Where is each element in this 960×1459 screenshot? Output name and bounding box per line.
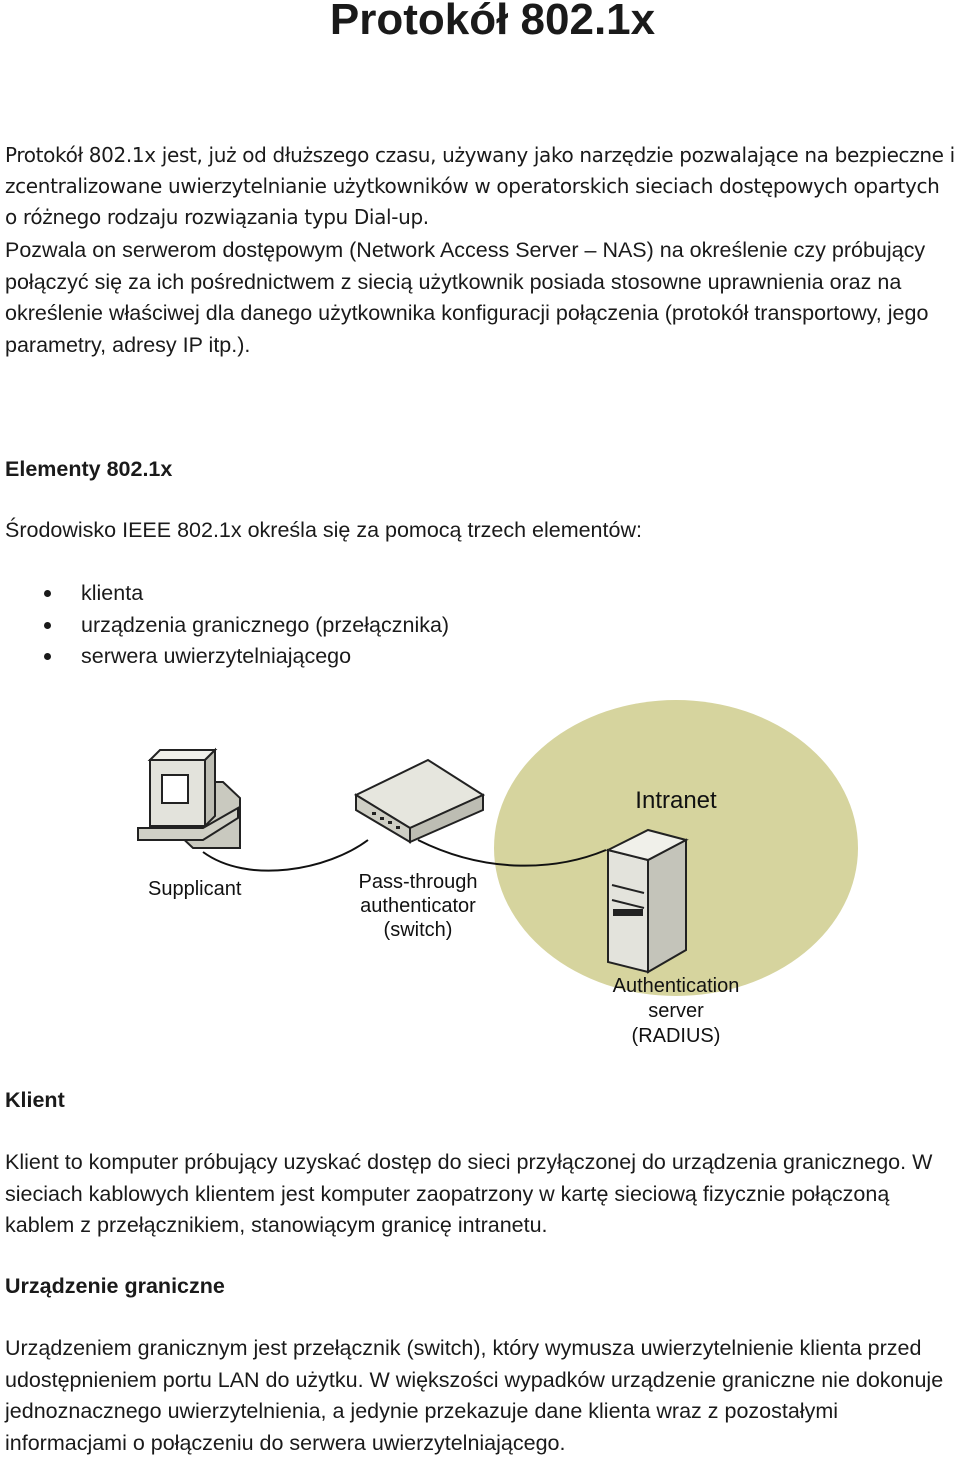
- server-label-line3: (RADIUS): [632, 1025, 721, 1047]
- elements-heading: Elementy 802.1x: [5, 457, 173, 481]
- supplicant-label: Supplicant: [148, 878, 242, 900]
- list-item-label: klienta: [81, 581, 144, 605]
- intro-paragraph: Protokół 802.1x jest, już od dłuższego c…: [5, 143, 955, 229]
- urzadzenie-heading: Urządzenie graniczne: [5, 1274, 225, 1298]
- list-item: klienta: [0, 578, 449, 610]
- page-title: Protokół 802.1x: [329, 0, 656, 44]
- server-icon: [605, 828, 689, 974]
- switch-label-line3: (switch): [384, 919, 453, 941]
- bullet-icon: [44, 590, 51, 597]
- network-diagram: Intranet Supplicant Pass-through authent…: [137, 700, 858, 1047]
- switch-icon: [353, 758, 486, 844]
- list-item: serwera uwierzytelniającego: [0, 641, 449, 673]
- switch-label-line2: authenticator: [360, 895, 476, 917]
- nas-paragraph: Pozwala on serwerom dostępowym (Network …: [5, 238, 929, 357]
- bullet-icon: [44, 621, 51, 629]
- server-label-line1: Authentication: [613, 975, 740, 997]
- server-label-line2: server: [648, 1000, 704, 1022]
- intranet-label: Intranet: [635, 787, 717, 814]
- klient-paragraph: Klient to komputer próbujący uzyskać dos…: [5, 1150, 933, 1237]
- cable-switch-server: [417, 839, 607, 867]
- elements-list: klienta urządzenia granicznego (przełącz…: [0, 578, 449, 673]
- list-item: urządzenia granicznego (przełącznika): [0, 610, 449, 642]
- computer-icon: [137, 747, 241, 849]
- urzadzenie-paragraph: Urządzeniem granicznym jest przełącznik …: [5, 1336, 944, 1455]
- elements-intro: Środowisko IEEE 802.1x określa się za po…: [5, 518, 642, 542]
- list-item-label: urządzenia granicznego (przełącznika): [81, 612, 450, 637]
- switch-label-line1: Pass-through: [359, 871, 478, 893]
- cable-supplicant-switch: [202, 839, 369, 872]
- bullet-icon: [44, 653, 51, 660]
- list-item-label: serwera uwierzytelniającego: [81, 644, 352, 668]
- klient-heading: Klient: [5, 1088, 65, 1112]
